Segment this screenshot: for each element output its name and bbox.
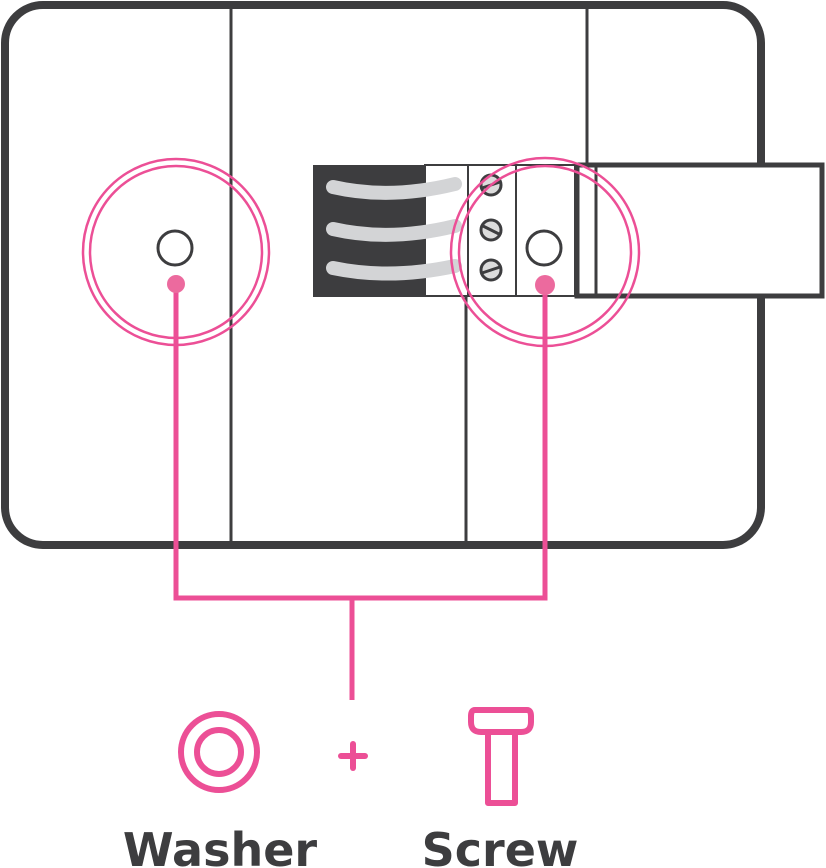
screw-icon — [468, 707, 534, 806]
right-hole-dot — [535, 275, 555, 295]
washer-icon — [178, 711, 260, 793]
wires — [326, 177, 462, 281]
left-mounting-hole — [156, 229, 194, 267]
terminal-block — [313, 164, 576, 297]
left-hole-dot — [167, 275, 185, 293]
side-connector — [574, 162, 825, 299]
right-mounting-hole — [525, 229, 563, 267]
washer-label: Washer — [123, 823, 317, 868]
plus-icon — [338, 741, 368, 771]
screw-label: Screw — [422, 823, 579, 868]
connector-lines — [173, 284, 548, 700]
